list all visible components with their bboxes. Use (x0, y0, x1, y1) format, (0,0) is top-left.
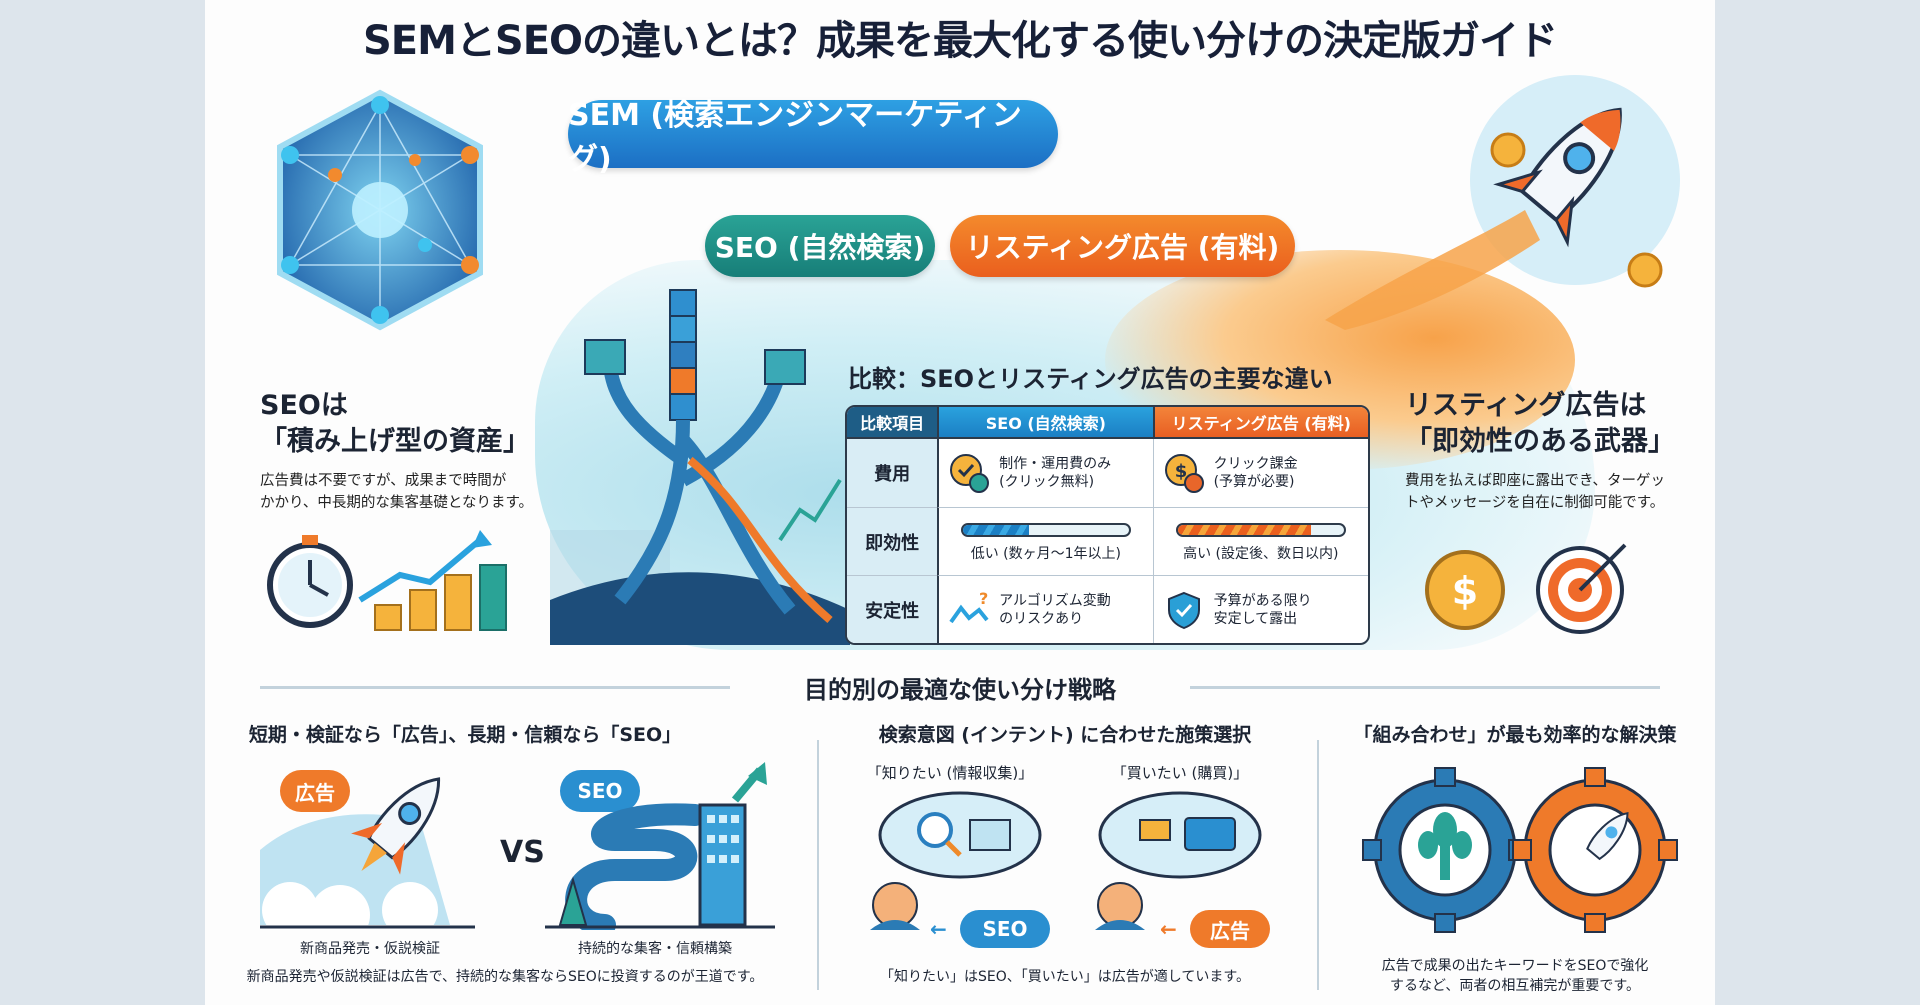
speed-ad-progress-bar (1175, 522, 1346, 537)
cell-line: (クリック無料) (999, 474, 1095, 490)
seo-panel-title-line1: SEOは (260, 390, 348, 421)
speed-ad-cell: 高い (設定後、数日以内) (1152, 507, 1368, 575)
speed-ad-caption: 高い (設定後、数日以内) (1183, 545, 1339, 562)
versus-label: VS (500, 835, 545, 870)
listing-panel-title-line2: 「即効性のある武器」 (1405, 426, 1675, 457)
seo-panel-desc-line1: 広告費は不要ですが、成果まで時間が (260, 473, 507, 489)
cost-ad-cell: $ クリック課金 (予算が必要) (1152, 439, 1368, 507)
ad-tag: 広告 (1190, 910, 1270, 948)
volatile-chart-icon: ? (949, 590, 989, 623)
column-header-ad: リスティング広告 (有料) (1152, 407, 1368, 439)
row-label: 費用 (847, 439, 938, 507)
col2-summary: 「知りたい」はSEO、「買いたい」は広告が適しています。 (880, 969, 1250, 985)
seo-panel-desc: 広告費は不要ですが、成果まで時間が かかり、中長期的な集客基礎となります。 (260, 470, 533, 514)
svg-text:$: $ (1452, 569, 1478, 613)
stopwatch-coins-icon (267, 530, 507, 631)
search-intent-illustration (870, 791, 1262, 930)
dollar-coin-icon: $ (1164, 454, 1204, 493)
col1-caption-left: 新商品発売・仮説検証 (300, 941, 440, 957)
sem-pill: SEM (検索エンジンマーケティング) (568, 98, 1058, 177)
column-header-item: 比較項目 (847, 407, 938, 439)
seo-panel-title: SEOは 「積み上げ型の資産」 (260, 388, 530, 460)
gears-infinity-icon (1362, 767, 1678, 933)
cost-seo-cell: 制作・運用費のみ (クリック無料) (937, 439, 1152, 507)
network-hexagon-icon (277, 89, 483, 331)
table-row-speed: 即効性 低い (数ヶ月〜1年以上) 高い (設定後、数日以内) (847, 507, 1368, 575)
coin-check-icon (950, 454, 990, 493)
strategy-col3-title: 「組み合わせ」が最も効率的な解決策 (1353, 724, 1677, 746)
seo-panel-desc-line2: かかり、中長期的な集客基礎となります。 (260, 495, 534, 511)
section-divider-left (260, 686, 730, 689)
table-row-cost: 費用 制作・運用費のみ (クリック無料) (847, 439, 1368, 507)
col1-summary: 新商品発売や仮説検証は広告で、持続的な集客ならSEOに投資するのが王道です。 (246, 969, 764, 985)
cell-line: アルゴリズム変動 (999, 592, 1111, 609)
column-divider (1317, 740, 1319, 990)
arrow-left-icon: ← (930, 917, 947, 941)
listing-panel-desc: 費用を払えば即座に露出でき、ターゲッ トやメッセージを自在に制御可能です。 (1405, 470, 1665, 514)
section-divider-right (1190, 686, 1660, 689)
shield-check-icon (1167, 591, 1200, 629)
cell-line: クリック課金 (1213, 456, 1298, 472)
listing-panel-desc-line1: 費用を払えば即座に露出でき、ターゲッ (1405, 473, 1665, 489)
listing-panel-title-line1: リスティング広告は (1405, 390, 1647, 421)
seo-pill: SEO (自然検索) (705, 215, 935, 277)
infographic-canvas: SEMとSEOの違いとは？成果を最大化する使い分けの決定版ガイド SEM (検索… (205, 0, 1715, 1005)
comparison-heading: 比較：SEOとリスティング広告の主要な違い (848, 365, 1333, 393)
svg-text:?: ? (979, 590, 988, 608)
column-header-seo: SEO (自然検索) (937, 407, 1153, 439)
row-label: 即効性 (847, 507, 938, 575)
road-building-icon (545, 762, 775, 930)
seo-tag: SEO (960, 910, 1050, 948)
cell-line: のリスクあり (999, 610, 1084, 627)
listing-panel-title: リスティング広告は 「即効性のある武器」 (1405, 388, 1675, 460)
progress-fill (962, 524, 1030, 535)
ad-speech-bubble: 広告 (280, 770, 350, 812)
coin-target-icon: $ (1425, 543, 1627, 634)
arrow-left-icon: ← (1160, 917, 1177, 941)
speed-seo-progress-bar (960, 522, 1131, 537)
column-divider (817, 740, 819, 990)
cell-line: 予算がある限り (1213, 592, 1312, 609)
strategy-col2-title: 検索意図 (インテント) に合わせた施策選択 (878, 724, 1252, 746)
col3-summary: 広告で成果の出たキーワードをSEOで強化 するなど、両者の相互補完が重要です。 (1330, 955, 1700, 995)
progress-fill (1177, 524, 1311, 535)
row-label: 安定性 (847, 575, 938, 643)
growth-tree-icon (550, 289, 850, 645)
stability-ad-cell: 予算がある限り 安定して露出 (1152, 575, 1368, 643)
intent-buy-label: 「買いたい (購買)」 (1111, 764, 1249, 782)
cell-line: 制作・運用費のみ (999, 456, 1112, 472)
col3-summary-line2: するなど、両者の相互補完が重要です。 (1390, 978, 1640, 994)
rocket-launch-icon (1325, 75, 1680, 330)
stability-seo-cell: ? アルゴリズム変動 のリスクあり (937, 575, 1153, 643)
cell-line: (予算が必要) (1213, 474, 1295, 490)
listing-ad-pill: リスティング広告 (有料) (950, 215, 1295, 277)
cell-line: 安定して露出 (1213, 610, 1298, 627)
speed-seo-cell: 低い (数ヶ月〜1年以上) (937, 507, 1153, 575)
table-row-stability: 安定性 ? アルゴリズム変動 のリスクあり (847, 575, 1368, 643)
listing-panel-desc-line2: トやメッセージを自在に制御可能です。 (1405, 495, 1665, 511)
seo-panel-title-line2: 「積み上げ型の資産」 (260, 426, 530, 457)
comparison-table: 比較項目 SEO (自然検索) リスティング広告 (有料) 費用 制 (845, 405, 1370, 645)
seo-speech-bubble: SEO (560, 770, 640, 812)
strategy-col1-title: 短期・検証なら「広告」、長期・信頼なら「SEO」 (248, 724, 682, 746)
rocket-clouds-icon (260, 777, 475, 930)
strategy-heading: 目的別の最適な使い分け戦略 (804, 676, 1116, 704)
page-title: SEMとSEOの違いとは？成果を最大化する使い分けの決定版ガイド (362, 18, 1558, 64)
intent-know-label: 「知りたい (情報収集)」 (866, 764, 1034, 782)
col3-summary-line1: 広告で成果の出たキーワードをSEOで強化 (1381, 958, 1649, 974)
speed-seo-caption: 低い (数ヶ月〜1年以上) (970, 545, 1122, 562)
svg-text:$: $ (1174, 461, 1187, 482)
col1-caption-right: 持続的な集客・信頼構築 (578, 941, 732, 957)
